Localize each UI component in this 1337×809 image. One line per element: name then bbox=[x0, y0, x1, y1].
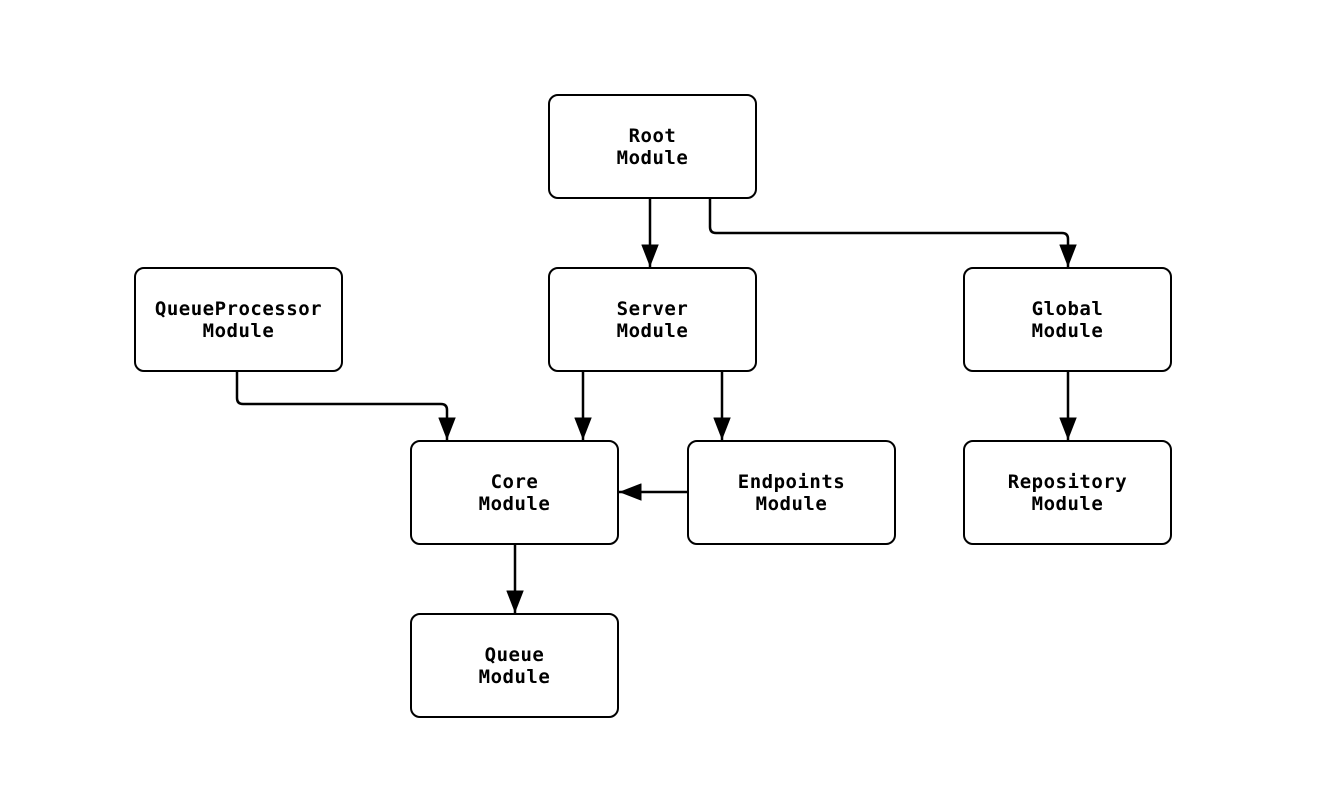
node-label: Queue Module bbox=[478, 643, 551, 688]
edge-root-to-global bbox=[708, 198, 1077, 267]
node-endpoints-module: Endpoints Module bbox=[687, 440, 896, 545]
node-queue-module: Queue Module bbox=[410, 613, 619, 718]
node-repository-module: Repository Module bbox=[963, 440, 1172, 545]
node-queueprocessor-module: QueueProcessor Module bbox=[134, 267, 343, 372]
node-root-module: Root Module bbox=[548, 94, 757, 199]
node-label: Endpoints Module bbox=[737, 470, 846, 515]
node-core-module: Core Module bbox=[410, 440, 619, 545]
node-label: Server Module bbox=[616, 297, 689, 342]
node-label: QueueProcessor Module bbox=[154, 297, 323, 342]
node-label: Repository Module bbox=[1007, 470, 1128, 515]
node-server-module: Server Module bbox=[548, 267, 757, 372]
node-label: Core Module bbox=[478, 470, 551, 515]
node-label: Root Module bbox=[616, 124, 689, 169]
edge-queueprocessor-to-core bbox=[235, 372, 456, 440]
node-global-module: Global Module bbox=[963, 267, 1172, 372]
node-label: Global Module bbox=[1031, 297, 1104, 342]
